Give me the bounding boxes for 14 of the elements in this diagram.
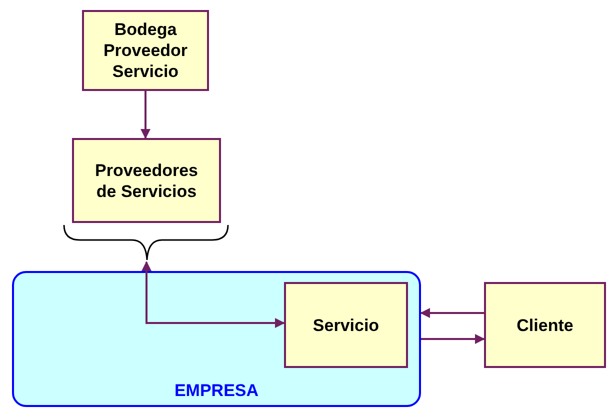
company-container bbox=[12, 271, 421, 407]
process-box bbox=[82, 10, 209, 91]
arrow bbox=[420, 308, 484, 318]
box-label: Proveedores de Servicios bbox=[94, 160, 199, 202]
container-title: EMPRESA bbox=[173, 381, 260, 401]
box-label: Cliente bbox=[516, 314, 574, 336]
arrow bbox=[142, 261, 285, 328]
arrow bbox=[140, 91, 150, 139]
process-box bbox=[284, 282, 408, 368]
process-box bbox=[72, 138, 221, 223]
box-label: Servicio bbox=[312, 314, 380, 336]
box-label: Bodega Proveedor Servicio bbox=[102, 19, 189, 82]
arrow bbox=[421, 334, 485, 344]
process-box bbox=[484, 282, 606, 368]
